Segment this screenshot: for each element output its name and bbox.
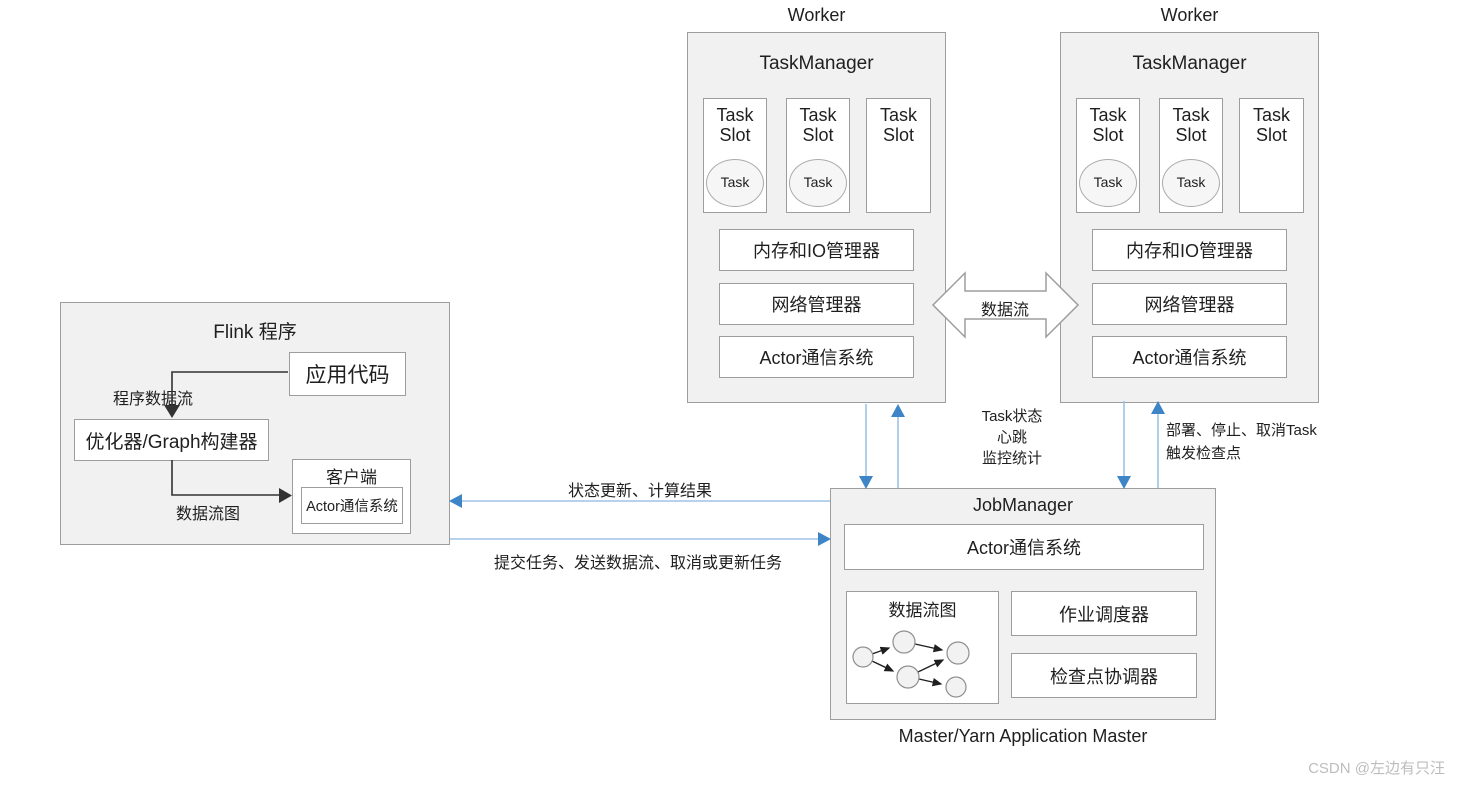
program-dataflow-label: 程序数据流 bbox=[113, 391, 194, 408]
task-circle: Task bbox=[1079, 159, 1137, 207]
worker-0-task-slot-3: Task Slot bbox=[866, 98, 931, 213]
worker-1-network-manager-box: 网络管理器 bbox=[1092, 283, 1287, 325]
worker-1-task-slot-1: Task Slot Task bbox=[1076, 98, 1140, 213]
client-title: 客户端 bbox=[326, 468, 377, 487]
memory-io-manager-label: 内存和IO管理器 bbox=[752, 241, 880, 261]
worker-1-task-slot-3: Task Slot bbox=[1239, 98, 1304, 213]
worker-0-label: Worker bbox=[787, 5, 846, 25]
worker-1-label: Worker bbox=[1160, 5, 1219, 25]
app-code-label: 应用代码 bbox=[305, 364, 390, 387]
client-actor-system-label: Actor通信系统 bbox=[306, 499, 398, 515]
task-slot-label: Task Slot bbox=[1252, 105, 1290, 146]
deploy-stop-cancel-label: 部署、停止、取消Task 触发检查点 bbox=[1166, 419, 1317, 465]
checkpoint-coordinator-label: 检查点协调器 bbox=[1050, 666, 1158, 687]
task-label: Task bbox=[803, 174, 833, 191]
worker-0-taskmanager-title: TaskManager bbox=[759, 53, 874, 74]
watermark: CSDN @左边有只汪 bbox=[1308, 760, 1445, 777]
task-circle: Task bbox=[706, 159, 764, 207]
worker-0-memory-io-manager-box: 内存和IO管理器 bbox=[719, 229, 914, 271]
deploy-line: 部署、停止、取消Task bbox=[1166, 422, 1317, 439]
monitor-stats-line: 监控统计 bbox=[981, 450, 1042, 467]
task-slot-label: Task Slot bbox=[716, 105, 754, 146]
task-status-heartbeat-label: Task状态 心跳 监控统计 bbox=[952, 406, 1072, 469]
worker-1-panel: TaskManager Task Slot Task Task Slot Tas… bbox=[1060, 32, 1319, 403]
task-label: Task bbox=[1093, 174, 1123, 191]
optimizer-graph-builder-box: 优化器/Graph构建器 bbox=[74, 419, 269, 461]
task-slot-label: Task Slot bbox=[879, 105, 917, 146]
client-box: 客户端 Actor通信系统 bbox=[292, 459, 411, 534]
optimizer-label: 优化器/Graph构建器 bbox=[85, 431, 258, 453]
jobmanager-dataflow-graph-box: 数据流图 bbox=[846, 591, 999, 704]
graph-node bbox=[852, 646, 874, 668]
job-scheduler-box: 作业调度器 bbox=[1011, 591, 1197, 636]
graph-node bbox=[946, 641, 970, 665]
trigger-checkpoint-line: 触发检查点 bbox=[1166, 445, 1242, 462]
worker-1-taskmanager-title: TaskManager bbox=[1132, 53, 1247, 74]
task-slot-label: Task Slot bbox=[1089, 105, 1127, 146]
graph-node bbox=[945, 676, 967, 698]
task-slot-label: Task Slot bbox=[1172, 105, 1210, 146]
jobmanager-panel: JobManager Actor通信系统 数据流图 bbox=[830, 488, 1216, 720]
task-circle: Task bbox=[789, 159, 847, 207]
app-code-box: 应用代码 bbox=[289, 352, 406, 396]
worker-1-actor-system-box: Actor通信系统 bbox=[1092, 336, 1287, 378]
jobmanager-actor-system-box: Actor通信系统 bbox=[844, 524, 1204, 570]
task-circle: Task bbox=[1162, 159, 1220, 207]
task-slot-label: Task Slot bbox=[799, 105, 837, 146]
checkpoint-coordinator-box: 检查点协调器 bbox=[1011, 653, 1197, 698]
actor-system-label: Actor通信系统 bbox=[1132, 348, 1247, 368]
task-label: Task bbox=[1176, 174, 1206, 191]
status-update-arrow-label: 状态更新、计算结果 bbox=[567, 483, 712, 500]
worker-0-network-manager-box: 网络管理器 bbox=[719, 283, 914, 325]
up-arrowhead bbox=[891, 404, 905, 417]
master-footer-label: Master/Yarn Application Master bbox=[898, 726, 1148, 746]
task-label: Task bbox=[720, 174, 750, 191]
submit-task-arrow-label: 提交任务、发送数据流、取消或更新任务 bbox=[493, 555, 782, 572]
task-status-line: Task状态 bbox=[981, 408, 1043, 425]
network-manager-label: 网络管理器 bbox=[771, 295, 862, 315]
flink-program-panel: Flink 程序 应用代码 优化器/Graph构建器 客户端 Actor通信系统… bbox=[60, 302, 450, 545]
worker-0-task-slot-2: Task Slot Task bbox=[786, 98, 850, 213]
worker-0-actor-system-box: Actor通信系统 bbox=[719, 336, 914, 378]
network-manager-label: 网络管理器 bbox=[1144, 295, 1235, 315]
dataflow-graph-edge-label: 数据流图 bbox=[176, 506, 241, 523]
heartbeat-line: 心跳 bbox=[996, 429, 1027, 446]
worker-0-panel: TaskManager Task Slot Task Task Slot Tas… bbox=[687, 32, 946, 403]
jobmanager-actor-system-label: Actor通信系统 bbox=[966, 538, 1081, 558]
graph-node bbox=[892, 630, 916, 654]
worker-1-memory-io-manager-box: 内存和IO管理器 bbox=[1092, 229, 1287, 271]
dataflow-graph bbox=[852, 630, 970, 698]
graph-node bbox=[896, 665, 920, 689]
jobmanager-title: JobManager bbox=[972, 495, 1074, 515]
worker-1-task-slot-2: Task Slot Task bbox=[1159, 98, 1223, 213]
job-scheduler-label: 作业调度器 bbox=[1059, 604, 1149, 625]
dataflow-graph-title: 数据流图 bbox=[888, 601, 957, 620]
flink-program-title: Flink 程序 bbox=[213, 322, 297, 343]
dataflow-arrow-label: 数据流 bbox=[980, 302, 1029, 319]
client-actor-system-box: Actor通信系统 bbox=[301, 487, 403, 524]
worker-0-task-slot-1: Task Slot Task bbox=[703, 98, 767, 213]
actor-system-label: Actor通信系统 bbox=[759, 348, 874, 368]
memory-io-manager-label: 内存和IO管理器 bbox=[1125, 241, 1253, 261]
